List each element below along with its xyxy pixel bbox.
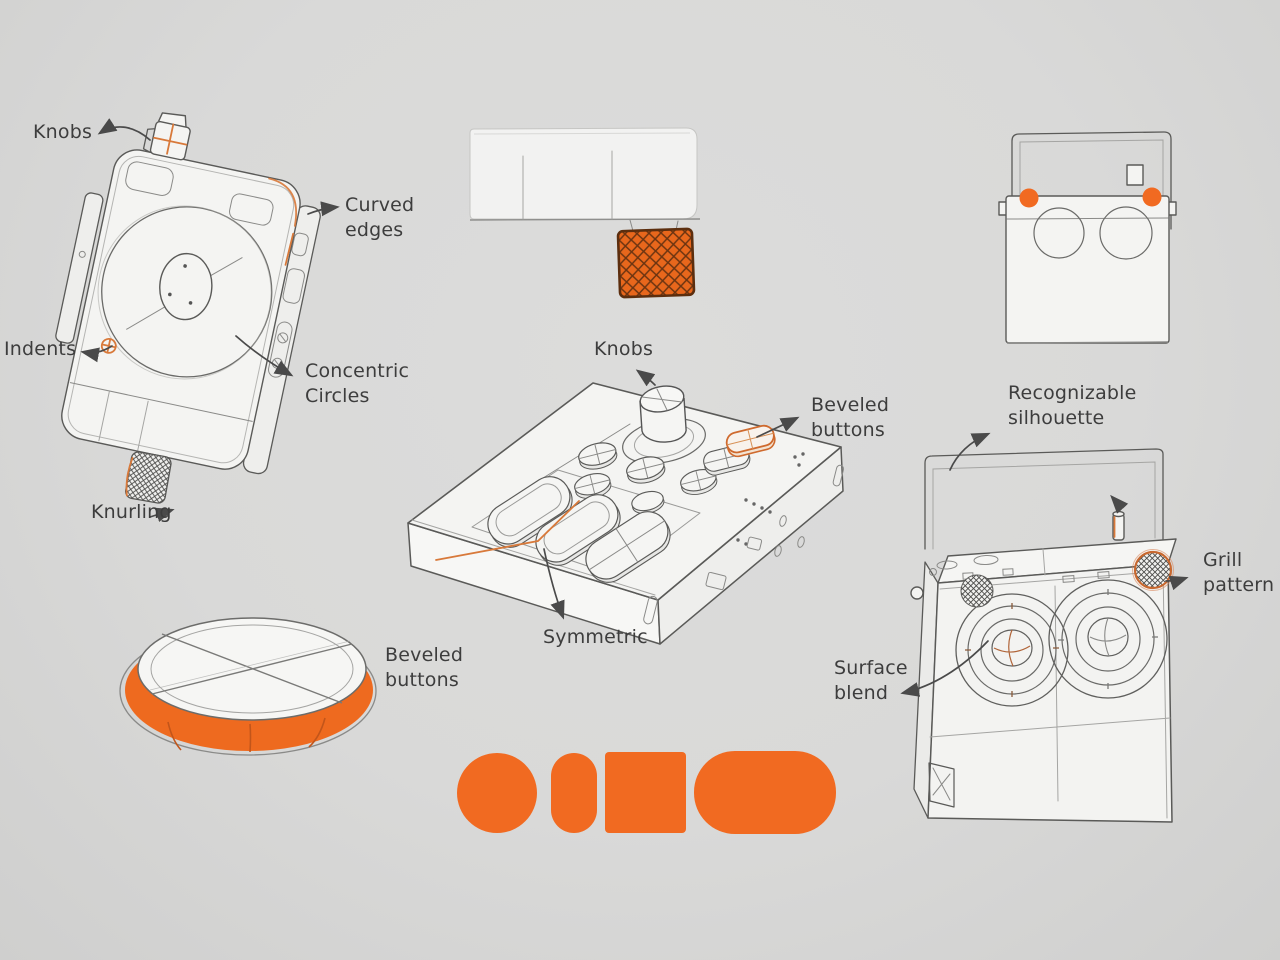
boombox-handle	[924, 448, 1164, 550]
label-beveled-buttons-controller: Beveled buttons	[811, 394, 890, 442]
boombox-sketch	[910, 448, 1177, 823]
knurled-knob	[125, 451, 172, 504]
label-surface-blend: Surface blend	[834, 657, 908, 705]
panel-strip-sketch	[469, 127, 701, 299]
arrow-symmetric	[543, 548, 565, 620]
corner-button	[125, 161, 174, 196]
arrow-grill-pattern	[1165, 575, 1189, 591]
label-knobs-controller: Knobs	[594, 338, 654, 360]
large-pill-button-split	[585, 511, 671, 583]
logo-rounded-rectangle	[694, 751, 836, 834]
orange-knob-right	[1142, 187, 1162, 207]
label-symmetric: Symmetric	[543, 626, 648, 648]
beveled-button-sketch	[119, 617, 377, 756]
orange-knob-left	[1019, 188, 1039, 208]
indent-marker	[100, 337, 117, 354]
label-curved-edges: Curved edges	[345, 194, 415, 242]
side-rail	[55, 192, 104, 344]
side-face-dots	[736, 452, 805, 546]
arrow-recognizable-silhouette	[949, 432, 991, 471]
arrow-indents	[80, 345, 113, 363]
arrow-knobs-controller	[635, 369, 656, 387]
logo-circle	[457, 753, 537, 833]
label-knobs-turntable: Knobs	[33, 121, 93, 143]
label-concentric-circles: Concentric Circles	[305, 360, 410, 408]
side-face-ports	[643, 464, 845, 625]
crosshatch-pad	[616, 227, 696, 299]
speaker-right	[1048, 579, 1168, 699]
grill-left	[960, 574, 994, 608]
radio-front-sketch	[998, 131, 1177, 344]
arrow-concentric-circles	[235, 335, 294, 377]
plain-round-button	[631, 490, 665, 515]
logo-square	[605, 752, 686, 833]
speaker-left	[955, 593, 1069, 707]
controller-sketch	[407, 382, 845, 645]
joystick-knob	[639, 385, 687, 443]
grill-right-highlight	[1132, 549, 1174, 591]
antenna	[1110, 494, 1129, 541]
beveled-button-highlight	[725, 424, 776, 458]
turntable-sketch	[55, 112, 321, 504]
handle-outline	[1011, 131, 1172, 231]
label-knurling: Knurling	[91, 501, 172, 523]
annotation-arrows	[80, 118, 1189, 697]
label-grill-pattern: Grill pattern	[1203, 549, 1275, 597]
arrow-surface-blend	[900, 640, 989, 697]
arrow-beveled-buttons-controller	[756, 416, 800, 438]
logo-shapes	[457, 751, 836, 834]
speaker-circle-left	[1033, 207, 1085, 259]
top-knob	[142, 112, 191, 161]
bottom-port	[928, 762, 955, 808]
arrow-curved-edges	[307, 201, 340, 217]
label-beveled-buttons-disc: Beveled buttons	[385, 644, 464, 692]
top-right-button	[229, 193, 274, 226]
symmetric-seam-highlight	[435, 500, 580, 561]
arrow-knurling	[149, 507, 175, 522]
label-recognizable-silhouette: Recognizable silhouette	[1008, 382, 1137, 430]
logo-vertical-pill	[551, 753, 597, 833]
center-hub	[159, 252, 213, 321]
label-indents: Indents	[4, 338, 77, 360]
speaker-circle-right	[1099, 206, 1153, 260]
arrow-knobs-turntable	[97, 118, 151, 141]
curved-edge-highlight	[268, 177, 297, 227]
